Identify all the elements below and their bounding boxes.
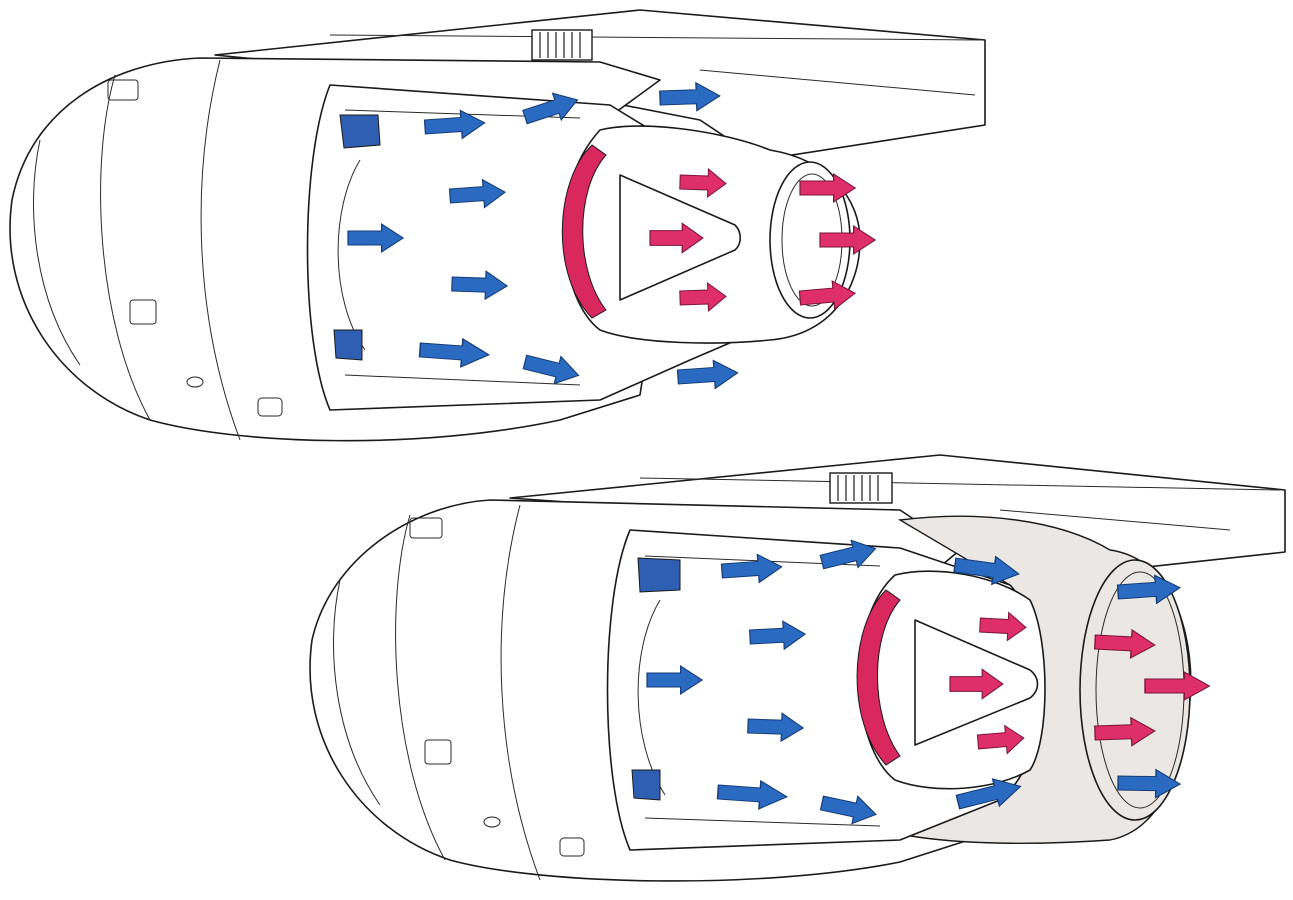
bottom-turbine-blades (856, 589, 901, 766)
bottom-fan-blades-upper (637, 557, 681, 593)
bottom-fan-blades-lower (631, 769, 661, 801)
top-fan-blades-upper (339, 114, 381, 149)
top-turbine-blades (561, 144, 607, 319)
bypass-airflow-arrow (676, 358, 740, 392)
pylon-vent-grille (531, 29, 593, 61)
short-duct-nacelle (9, 9, 986, 442)
long-duct-mixed-exhaust-nacelle (309, 454, 1286, 882)
top-fan-blades-lower (333, 329, 363, 361)
pylon-vent-grille (829, 472, 893, 504)
